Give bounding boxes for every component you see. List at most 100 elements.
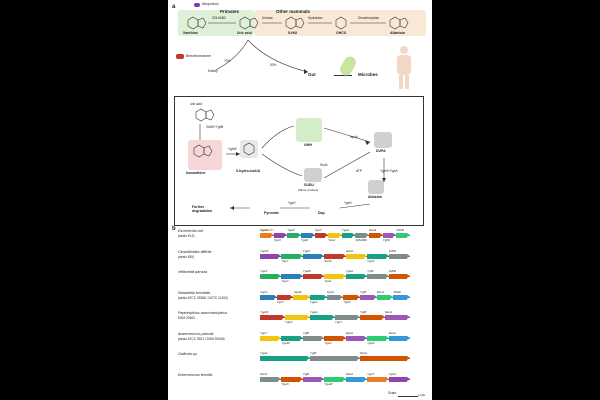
gene-label: YgfM: [382, 238, 390, 242]
gene-arrow: [260, 335, 279, 341]
organism-strain: DSM 20463: [178, 316, 195, 320]
gene-label: YpcA: [328, 238, 336, 242]
enzyme-xdh: XDH/ABC: [212, 16, 227, 20]
gene-arrow-tip: [321, 274, 325, 278]
organism-name: Anaerococcus prevotii: [178, 331, 214, 336]
gut-label: Gut: [308, 72, 316, 77]
gene-arrow: [345, 274, 365, 279]
scale-value: 1 kbp: [418, 393, 426, 397]
gene-arrow: [376, 294, 391, 300]
gene-arrow-tip: [342, 253, 346, 258]
gene-arrow-tip: [278, 335, 282, 340]
gene-arrow-tip: [338, 233, 342, 237]
gene-arrow: [281, 274, 300, 279]
gene-label: SsnA: [360, 351, 368, 355]
inset-enzyme-ygeW: YgeW: [228, 147, 237, 151]
gene-label: YgeK: [300, 238, 309, 242]
benzbromarone-label: Benzbromarone: [186, 54, 211, 58]
compound-5hiu: 5-HIU: [288, 31, 298, 35]
gene-arrow: [273, 233, 285, 238]
gene-arrow: [345, 253, 365, 259]
gene-arrow: [388, 253, 407, 259]
gene-label: XdhD: [388, 269, 397, 273]
gene-arrow-tip: [390, 294, 394, 299]
gene-arrow-tip: [273, 294, 277, 299]
inset-enzyme-ssnA: SsnA: [320, 163, 328, 167]
gene-arrow-tip: [290, 294, 294, 299]
gene-arrow-tip: [364, 274, 368, 278]
enzyme-hydrolase: Hydrolase: [308, 16, 323, 20]
enzyme-decarboxylase: Decarboxylase: [358, 16, 380, 20]
gene-arrow-tip: [278, 253, 282, 258]
gene-arrow-tip: [307, 356, 310, 360]
gene-arrow: [281, 376, 300, 382]
organism-strain: (strain ATCC 9321 / DSM 20548): [178, 336, 225, 341]
gene-arrow-tip: [284, 233, 288, 237]
inset-pyruvate: Pyruvate: [264, 211, 279, 215]
gene-arrow: [293, 294, 307, 300]
gene-label: YpcA: [324, 279, 332, 283]
gene-arrow-tip: [342, 335, 346, 340]
gene-arrow: [393, 294, 407, 300]
gene-arrow: [324, 253, 343, 259]
pathway-inset-box: [174, 96, 424, 226]
gene-arrow: [302, 335, 322, 341]
gene-label: YgeV: [260, 289, 268, 294]
scale-bar: [398, 396, 418, 397]
gene-arrow-tip: [407, 274, 410, 278]
gene-arrow: [276, 294, 291, 300]
gene-arrow: [310, 315, 332, 320]
gene-arrow: [260, 356, 307, 361]
compound-uric-acid: Uric acid: [237, 31, 252, 35]
organism-strain: (strain 630): [178, 254, 195, 259]
gene-label: YgeY: [260, 330, 268, 335]
gene-label: HpxA: [345, 330, 354, 335]
gene-label: SsnA: [385, 310, 393, 314]
gene-arrow: [281, 253, 300, 259]
gene-arrow: [388, 274, 407, 279]
gene-arrow-tip: [270, 233, 274, 237]
gene-arrow-tip: [382, 315, 385, 319]
gene-arrow-tip: [342, 376, 346, 381]
organism-strain: (strain ATCC 33386 / NCTC 11300): [178, 295, 228, 300]
gene-arrow: [345, 335, 365, 341]
gene-label: YgfK: [367, 269, 374, 273]
gene-arrow-tip: [407, 315, 410, 319]
gene-arrow: [260, 274, 279, 279]
gene-arrow-tip: [299, 274, 303, 278]
gene-arrow-tip: [340, 294, 344, 299]
gene-arrow: [367, 274, 386, 279]
inset-further-degradation: Further degradation: [192, 205, 213, 213]
figure: a Primates Other mammals Allopurinol Xan…: [168, 0, 432, 400]
compound-ohcu: OHCU: [336, 31, 347, 35]
gene-label: SsnA: [376, 289, 384, 294]
gene-label: SsnA: [324, 258, 332, 263]
gene-arrow: [310, 294, 324, 300]
inset-enzyme-xdh: XdhD+YgfM: [206, 125, 224, 129]
gene-arrow: [260, 253, 279, 259]
gene-cluster-note: HpxA/ABC: [260, 228, 275, 232]
gene-arrow: [367, 253, 386, 259]
gene-arrow-tip: [299, 335, 303, 340]
gene-label: YgfK: [360, 289, 367, 294]
gene-label: YgeA: [310, 299, 318, 304]
gene-label: YgeW: [281, 340, 290, 345]
compound-xanthine: Xanthine: [183, 31, 198, 35]
albizziin-highlight: [368, 180, 384, 194]
gene-arrow-tip: [282, 315, 285, 319]
gene-arrow-tip: [407, 376, 410, 381]
gene-arrow: [287, 233, 298, 238]
gene-label: YgeV: [273, 238, 281, 242]
gene-label: YgeA: [260, 351, 268, 355]
gene-arrow-tip: [357, 294, 360, 299]
gene-label: YgeA: [310, 310, 318, 314]
gene-label: YgfK: [302, 371, 310, 376]
gene-arrow: [302, 274, 322, 279]
compound-structures: [187, 16, 409, 30]
gene-arrow-tip: [379, 233, 383, 237]
gene-arrow: [260, 376, 279, 382]
gene-arrow: [260, 233, 271, 238]
inset-enzyme-ygeY: YgeY: [288, 201, 296, 205]
gene-arrow-tip: [311, 233, 315, 237]
gene-label: YgeX: [285, 320, 293, 324]
